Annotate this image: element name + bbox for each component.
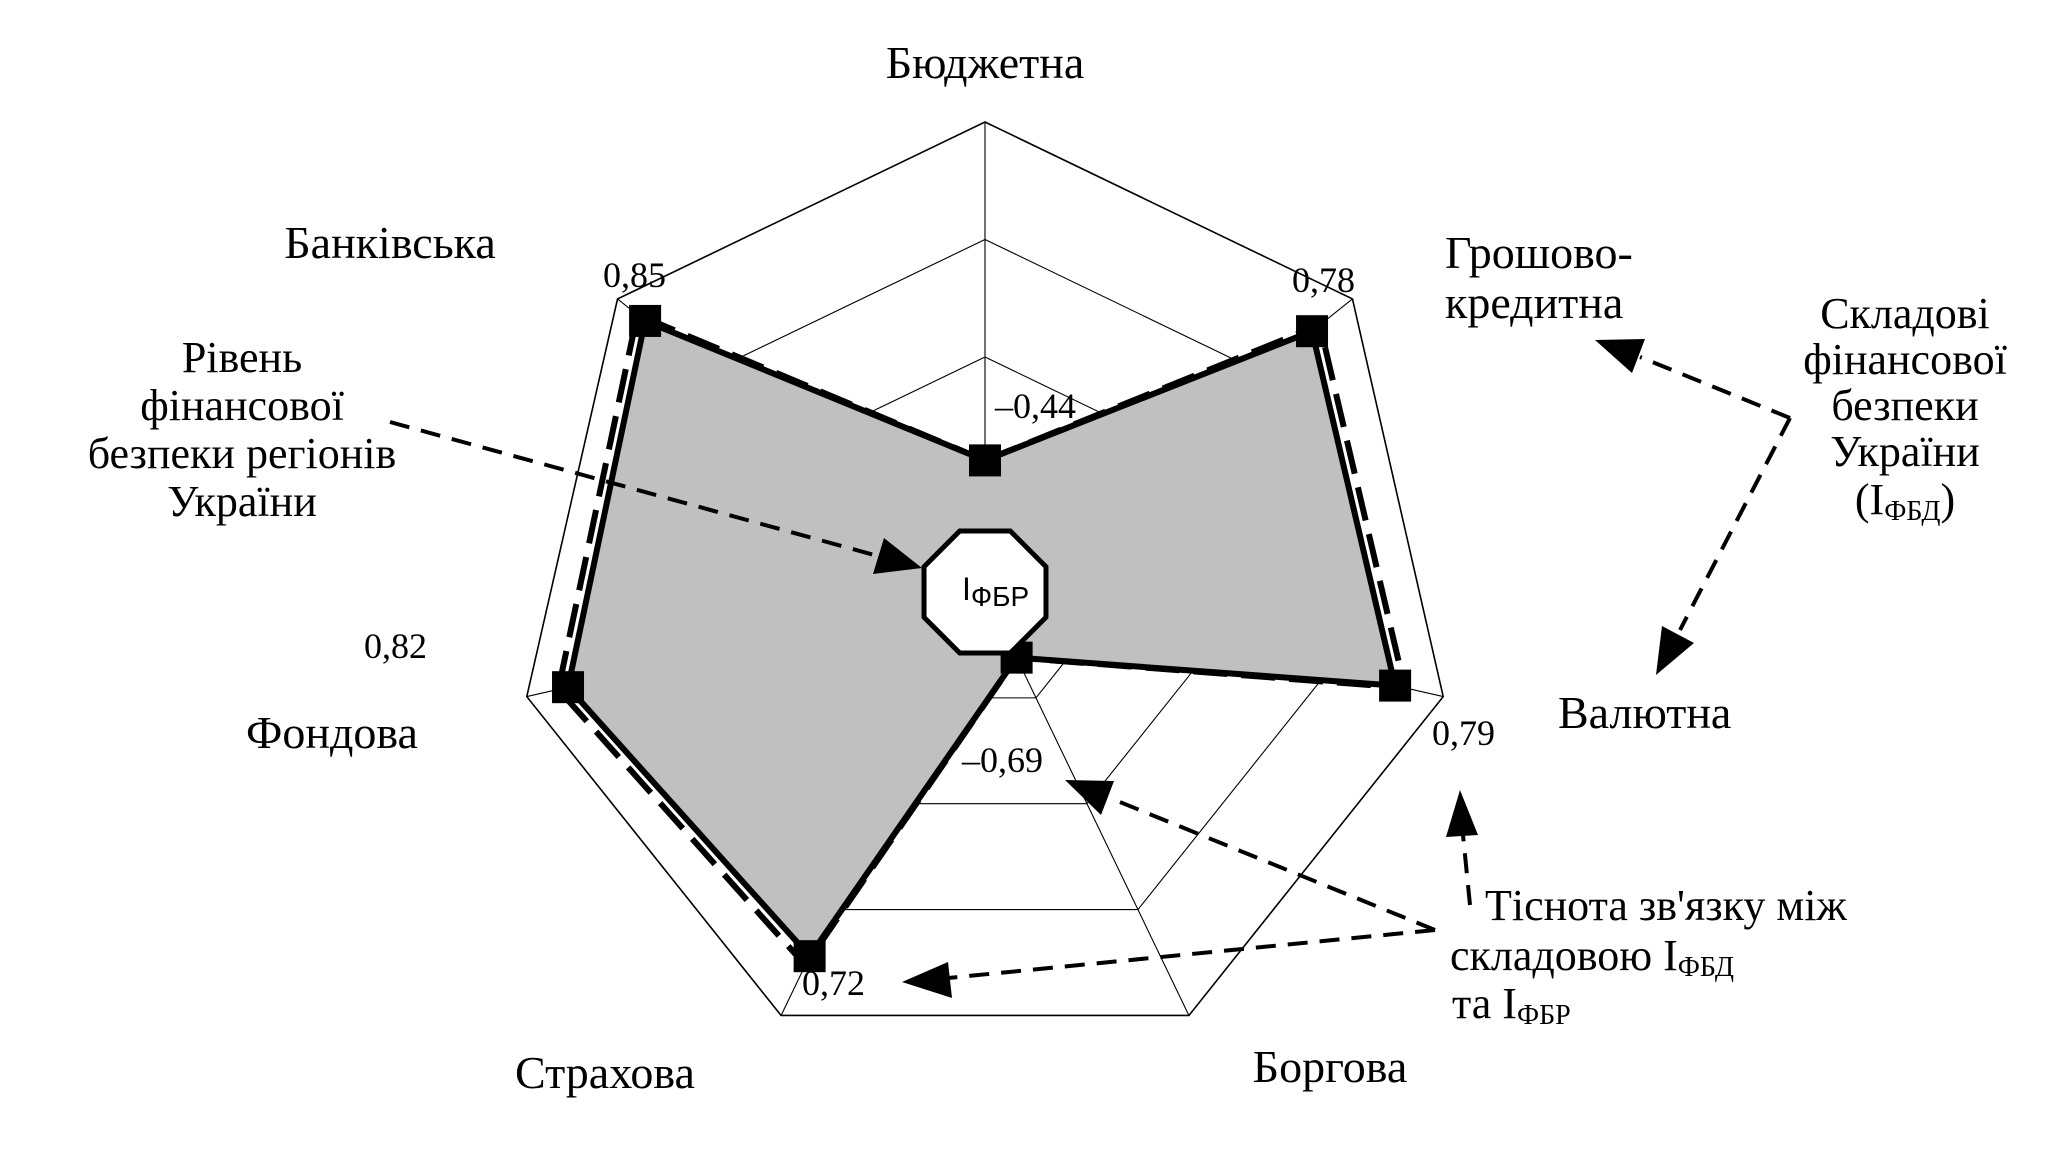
axis-label-3-line-1: Валютна <box>1558 687 1731 738</box>
center-octagon <box>921 528 1049 656</box>
data-marker-1 <box>969 444 1001 477</box>
grid-ring-4 <box>525 121 1445 1017</box>
annotation-correlation-line-1: Тіснота зв'язку між <box>1485 881 1847 930</box>
center-label: IФБР <box>962 571 1029 612</box>
axis-label-6: Фондова <box>246 707 418 758</box>
axis-label-4-line-1: Боргова <box>1253 1041 1408 1092</box>
annotation-regions-arrow <box>389 420 879 558</box>
annotation-regions-line-3: безпеки регіонів <box>88 429 397 478</box>
annotation-components: Складові фінансової безпеки України (IФБ… <box>1595 289 2008 675</box>
annotation-components-line-5: (IФБД) <box>1855 475 1955 527</box>
annotation-correlation: Тіснота зв'язку між складовою IФБД та IФ… <box>902 780 1847 1031</box>
annotation-correlation-arrowhead-3 <box>1446 790 1478 837</box>
data-marker-5 <box>793 940 826 973</box>
center-label-sub: ФБР <box>971 581 1029 612</box>
annotation-components-arrow-down <box>1678 417 1792 631</box>
axis-label-2: Грошово-кредитна <box>1445 227 1633 328</box>
annotation-components-sub: ФБД <box>1884 496 1940 527</box>
annotation-correlation-line-3: та IФБР <box>1452 979 1571 1031</box>
annotation-components-close: ) <box>1940 475 1955 524</box>
annotation-correlation-line-2: складовою IФБД <box>1450 931 1734 983</box>
annotation-components-arrowhead-down <box>1656 626 1694 675</box>
axis-label-7-line-1: Банківська <box>284 217 496 268</box>
annotation-components-line-3: безпеки <box>1831 381 1978 430</box>
annotation-regions-arrowhead <box>873 538 922 574</box>
axis-label-5-line-1: Страхова <box>515 1047 695 1098</box>
value-label-3: 0,79 <box>1432 713 1495 753</box>
annotation-regions-line-4: України <box>167 477 317 526</box>
annotation-regions-level: Рівень фінансової безпеки регіонів Украї… <box>88 333 922 574</box>
annotation-correlation-line-2-sub: ФБД <box>1678 952 1734 983</box>
annotation-correlation-line-3-main: та I <box>1452 979 1517 1028</box>
axis-label-6-line-1: Фондова <box>246 707 418 758</box>
annotation-correlation-arrow-2 <box>947 928 1436 980</box>
series-dashed-line <box>555 310 1409 971</box>
center-label-main: I <box>962 571 971 607</box>
center-marker: IФБР <box>921 528 1049 656</box>
value-label-6: 0,82 <box>364 626 427 666</box>
value-label-2: 0,78 <box>1292 260 1355 300</box>
axis-label-4: Боргова <box>1253 1041 1408 1092</box>
data-marker-7 <box>629 304 662 337</box>
data-marker-6 <box>552 671 585 704</box>
axis-label-1-line-1: Бюджетна <box>886 37 1085 88</box>
annotation-components-line-2: фінансової <box>1803 335 2007 384</box>
axis-label-2-line-1: Грошово- <box>1445 227 1633 278</box>
axis-label-3: Валютна <box>1558 687 1731 738</box>
value-label-1: –0,44 <box>994 386 1076 426</box>
data-marker-3 <box>1379 669 1412 702</box>
axis-label-7: Банківська <box>284 217 496 268</box>
annotation-components-arrowhead-up <box>1595 339 1645 373</box>
value-label-4: –0,69 <box>961 740 1043 780</box>
annotation-correlation-arrowhead-1 <box>1065 780 1114 815</box>
annotation-regions-line-1: Рівень <box>182 333 302 382</box>
axis-label-2-line-2: кредитна <box>1445 277 1623 328</box>
data-marker-2 <box>1296 315 1329 348</box>
annotation-correlation-arrow-3 <box>1461 834 1472 906</box>
annotation-correlation-line-3-sub: ФБР <box>1517 1000 1571 1031</box>
annotation-components-main: (I <box>1855 475 1884 524</box>
annotation-components-arrow-up <box>1639 355 1791 420</box>
annotation-components-line-1: Складові <box>1820 289 1990 338</box>
value-label-7: 0,85 <box>603 255 666 295</box>
annotation-correlation-arrowhead-2 <box>902 962 952 998</box>
annotation-correlation-arrow-1 <box>1109 796 1436 932</box>
annotation-correlation-line-2-main: складовою I <box>1450 931 1678 980</box>
annotation-regions-line-2: фінансової <box>140 381 344 430</box>
axis-label-1: Бюджетна <box>886 37 1085 88</box>
annotation-components-line-4: України <box>1830 427 1980 476</box>
value-label-5: 0,72 <box>802 963 865 1003</box>
axis-label-5: Страхова <box>515 1047 695 1098</box>
